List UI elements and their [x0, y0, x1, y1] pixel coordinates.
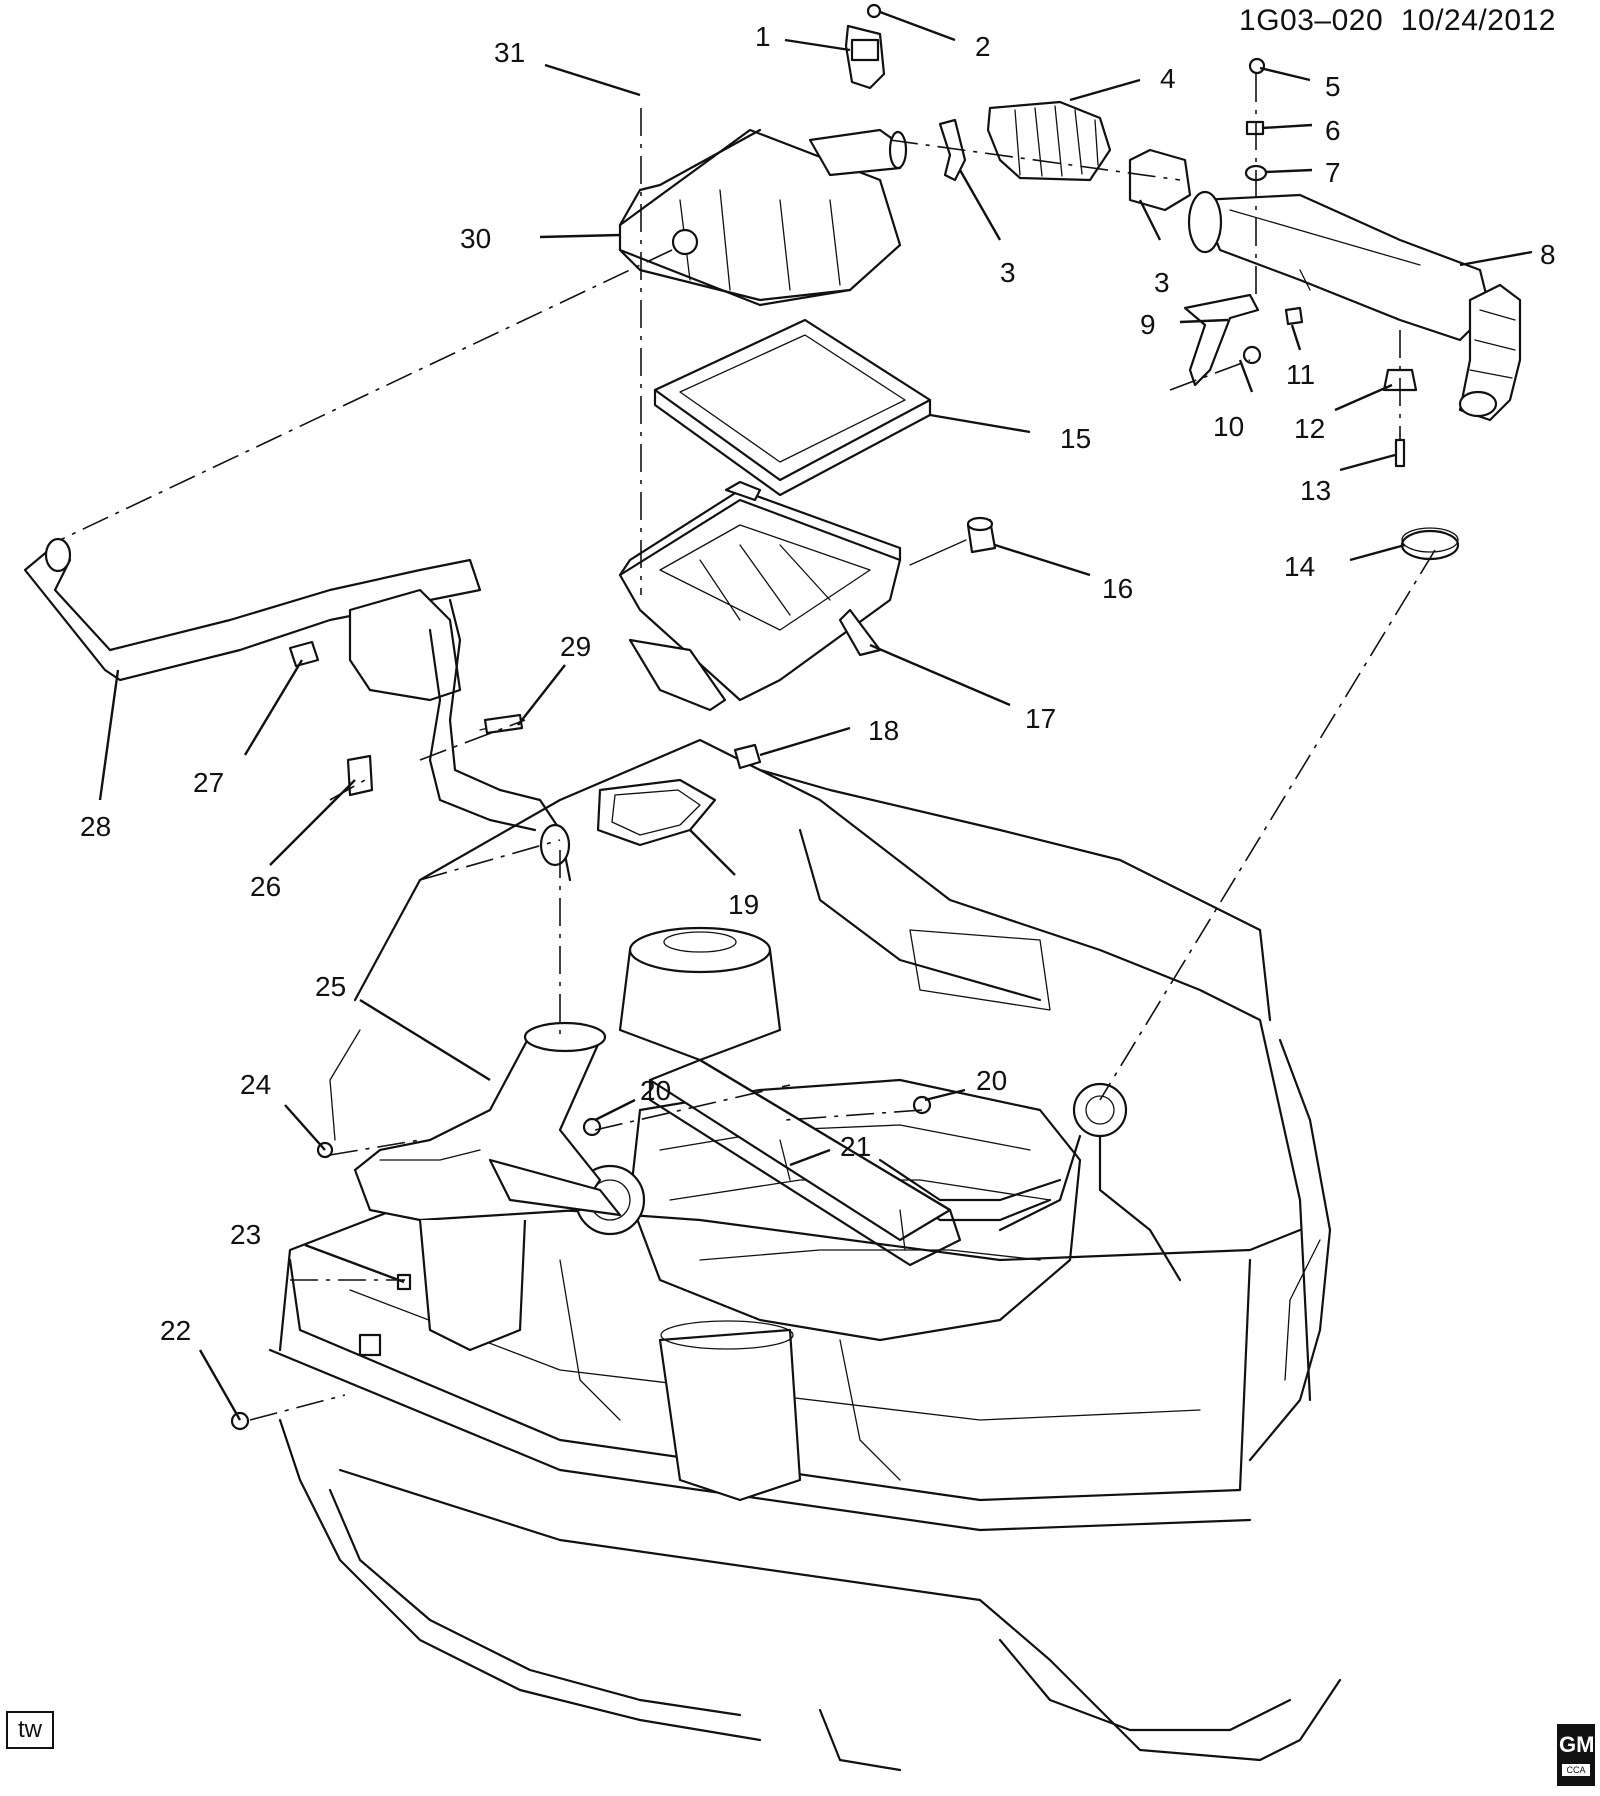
- callout-25: 25: [315, 971, 346, 1002]
- throttle-body-elbow: [1458, 283, 1522, 422]
- callout-31: 31: [494, 37, 525, 68]
- callout-20b: 20: [976, 1065, 1007, 1096]
- callout-24: 24: [240, 1069, 271, 1100]
- callout-21: 21: [840, 1131, 871, 1162]
- callout-20a: 20: [640, 1075, 671, 1106]
- callout-3a: 3: [1000, 257, 1016, 288]
- leader-lines: [98, 10, 1533, 1421]
- callout-3b: 3: [1154, 267, 1170, 298]
- callout-6: 6: [1325, 115, 1341, 146]
- callout-12: 12: [1294, 413, 1325, 444]
- clamp-right: [1128, 148, 1192, 212]
- assembly-lines: [59, 74, 1436, 1421]
- callout-27: 27: [193, 767, 224, 798]
- intake-hose: [986, 100, 1112, 182]
- callout-15: 15: [1060, 423, 1091, 454]
- gm-logo-text: GM: [1559, 1732, 1595, 1757]
- callout-29: 29: [560, 631, 591, 662]
- air-cleaner-lower-housing: [618, 480, 902, 712]
- callout-22: 22: [160, 1315, 191, 1346]
- callout-2: 2: [975, 31, 991, 62]
- callout-28: 28: [80, 811, 111, 842]
- callout-10: 10: [1213, 411, 1244, 442]
- air-filter-element: [653, 318, 932, 497]
- callout-18: 18: [868, 715, 899, 746]
- gm-logo: GM CCA: [1557, 1724, 1595, 1786]
- gm-logo-sub: CCA: [1562, 1764, 1590, 1776]
- diagram-header: 1G03–020 10/24/2012: [1239, 4, 1556, 38]
- vent-tube-assembly: [23, 537, 572, 882]
- callout-30: 30: [460, 223, 491, 254]
- duct-bracket: [1183, 293, 1304, 387]
- mount-grommet: [909, 516, 997, 566]
- callout-8: 8: [1540, 239, 1556, 270]
- callout-7: 7: [1325, 157, 1341, 188]
- callout-14: 14: [1284, 551, 1315, 582]
- drain-valve: [733, 743, 762, 770]
- air-cleaner-upper-housing: [618, 128, 908, 307]
- diagram-id: 1G03–020: [1239, 4, 1384, 37]
- callout-5: 5: [1325, 71, 1341, 102]
- callout-9: 9: [1140, 309, 1156, 340]
- inlet-seal: [596, 778, 717, 847]
- callout-23: 23: [230, 1219, 261, 1250]
- callout-16: 16: [1102, 573, 1133, 604]
- hose-clamp: [1400, 527, 1460, 561]
- callout-11: 11: [1286, 359, 1315, 390]
- callout-17: 17: [1025, 703, 1056, 734]
- callout-labels: 1 2 3 3 4 5 6 7 8 9 10 11 12 13 14 15 16…: [80, 21, 1556, 1346]
- mass-airflow-sensor: [844, 3, 886, 90]
- callout-26: 26: [250, 871, 281, 902]
- callout-1: 1: [755, 21, 771, 52]
- callout-13: 13: [1300, 475, 1331, 506]
- engine-bay-illustration: [268, 738, 1342, 1772]
- air-inlet-duct: [353, 1021, 622, 1352]
- engine-cover-shield: [648, 1058, 962, 1267]
- clamp-left: [938, 118, 967, 182]
- resonator-duct: [1187, 190, 1492, 342]
- tw-tag: tw: [6, 1711, 54, 1749]
- diagram-date: 10/24/2012: [1400, 4, 1556, 37]
- callout-4: 4: [1160, 63, 1176, 94]
- callout-19: 19: [728, 889, 759, 920]
